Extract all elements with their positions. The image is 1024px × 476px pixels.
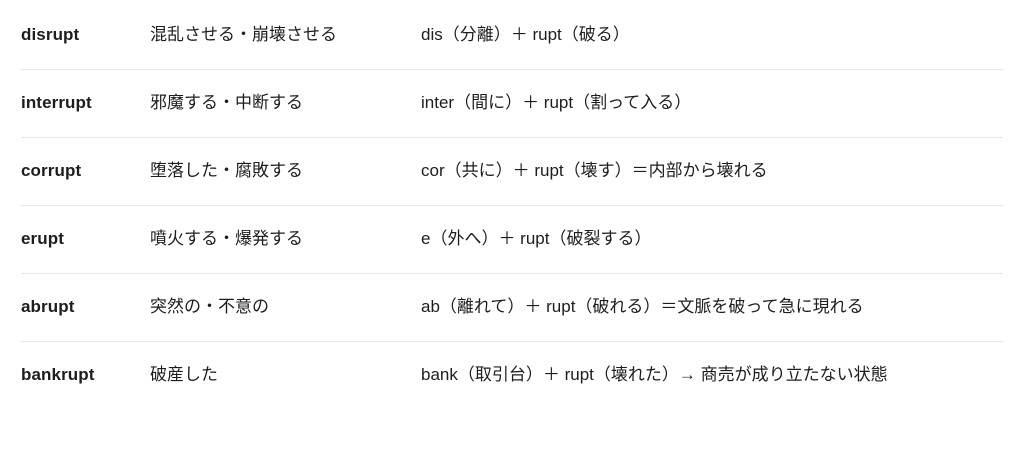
word-cell: interrupt	[21, 93, 92, 113]
table-row: disrupt 混乱させる・崩壊させる dis（分離）＋ rupt（破る）	[21, 2, 1003, 69]
meaning-cell: 突然の・不意の	[150, 297, 269, 317]
meaning-cell: 噴火する・爆発する	[150, 229, 303, 249]
word-cell: bankrupt	[21, 365, 95, 385]
meaning-cell: 邪魔する・中断する	[150, 93, 303, 113]
word-cell: disrupt	[21, 25, 80, 45]
meaning-cell: 破産した	[150, 365, 218, 385]
etymology-cell: e（外へ）＋ rupt（破裂する）	[421, 229, 652, 249]
meaning-cell: 堕落した・腐敗する	[150, 161, 303, 181]
table-row: bankrupt 破産した bank（取引台）＋ rupt（壊れた）→ 商売が成…	[21, 341, 1003, 409]
table-row: corrupt 堕落した・腐敗する cor（共に）＋ rupt（壊す）＝内部から…	[21, 137, 1003, 205]
table-row: interrupt 邪魔する・中断する inter（間に）＋ rupt（割って入…	[21, 69, 1003, 137]
etymology-cell: inter（間に）＋ rupt（割って入る）	[421, 93, 692, 113]
etymology-cell: cor（共に）＋ rupt（壊す）＝内部から壊れる	[421, 161, 768, 181]
word-cell: erupt	[21, 229, 64, 249]
table-row: erupt 噴火する・爆発する e（外へ）＋ rupt（破裂する）	[21, 205, 1003, 273]
etymology-cell: dis（分離）＋ rupt（破る）	[421, 25, 630, 45]
etymology-cell: ab（離れて）＋ rupt（破れる）＝文脈を破って急に現れる	[421, 297, 864, 317]
vocab-table: disrupt 混乱させる・崩壊させる dis（分離）＋ rupt（破る） in…	[21, 2, 1003, 409]
word-cell: corrupt	[21, 161, 82, 181]
meaning-cell: 混乱させる・崩壊させる	[150, 25, 337, 45]
word-cell: abrupt	[21, 297, 75, 317]
table-row: abrupt 突然の・不意の ab（離れて）＋ rupt（破れる）＝文脈を破って…	[21, 273, 1003, 341]
etymology-cell: bank（取引台）＋ rupt（壊れた）→ 商売が成り立たない状態	[421, 365, 888, 385]
